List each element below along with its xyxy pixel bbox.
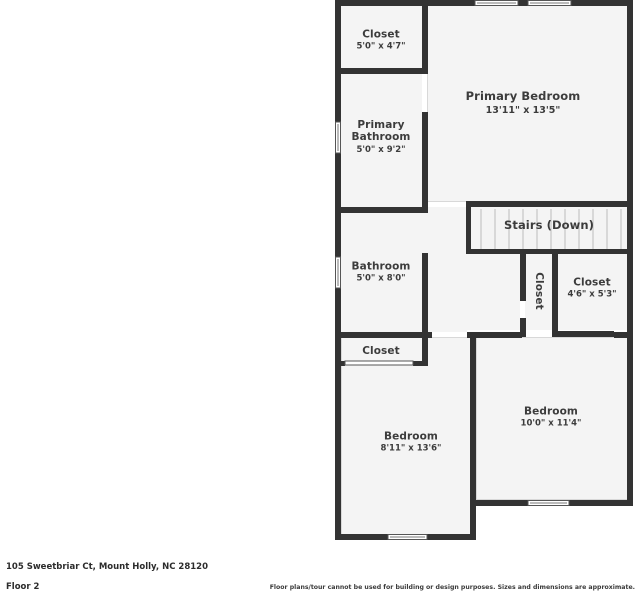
- window-bedroom-left: [387, 534, 428, 540]
- room-fills: [341, 5, 632, 535]
- window-bedroom-right: [527, 500, 570, 506]
- window-bathroom: [335, 256, 341, 289]
- window-top-right: [527, 0, 572, 6]
- window-top-left: [474, 0, 519, 6]
- window-primary-bathroom: [335, 121, 341, 154]
- walls: [335, 0, 633, 540]
- stair-treads: [480, 209, 622, 251]
- windows: [335, 0, 572, 540]
- doorway-closet-mid-left: [344, 360, 414, 366]
- floor-plan-canvas: Closet 5'0" x 4'7" Primary Bathroom 5'0"…: [335, 0, 633, 540]
- footer: 105 Sweetbriar Ct, Mount Holly, NC 28120…: [0, 552, 639, 600]
- floor-label: Floor 2: [6, 582, 40, 592]
- disclaimer-text: Floor plans/tour cannot be used for buil…: [269, 584, 635, 591]
- floor-plan-drawing: [335, 0, 633, 540]
- property-address: 105 Sweetbriar Ct, Mount Holly, NC 28120: [6, 562, 208, 572]
